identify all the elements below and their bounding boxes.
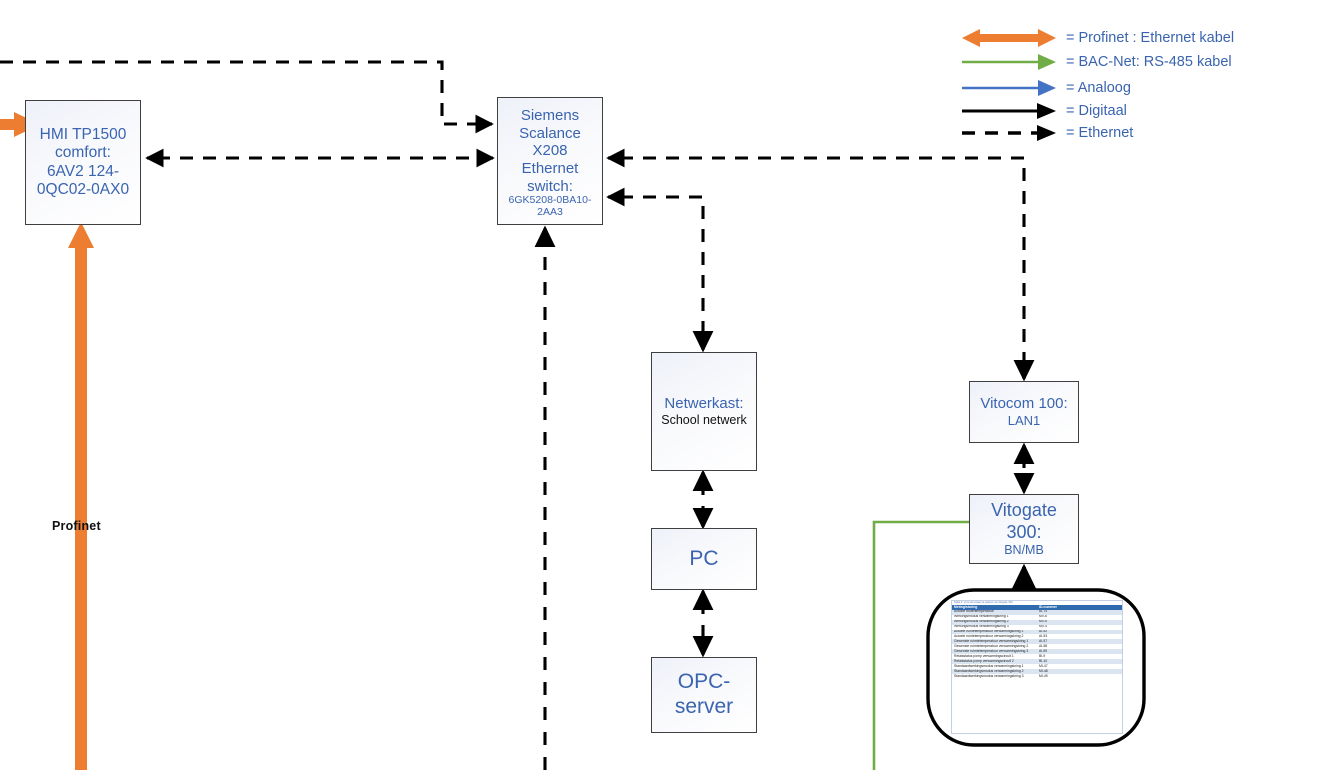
- table-cell-id: AI-52: [1037, 629, 1122, 635]
- node-switch-line-1: Siemens: [520, 107, 580, 125]
- legend-icon-arrow-blue: [962, 80, 1056, 96]
- legend-label-ethernet: = Ethernet: [1066, 125, 1134, 141]
- node-opc-server[interactable]: OPC- server: [651, 657, 757, 733]
- table-cell-id: MI-47: [1037, 664, 1122, 670]
- node-netwerkast-title: Netwerkast:: [664, 395, 744, 413]
- table-cell-id: AI-53: [1037, 634, 1122, 640]
- table-cell-meting: Actuele ruintetemperatuur verwarmingskri…: [952, 634, 1037, 640]
- node-switch-line-4: Ethernet: [521, 160, 579, 178]
- profinet-link-vertical-hmi: [68, 222, 94, 770]
- profinet-label: Profinet: [52, 519, 101, 533]
- ethernet-link-switch-netwerkast: [620, 195, 705, 341]
- table-cell-id: AI-58: [1037, 644, 1122, 650]
- legend-icon-double-arrow: [962, 29, 1056, 47]
- vitogate-table-image: Tabel 4: uit te lezen/aan te passen via …: [951, 600, 1123, 734]
- node-netwerkast[interactable]: Netwerkast: School netwerk: [651, 352, 757, 471]
- legend-label-bacnet: = BAC-Net: RS-485 kabel: [1066, 54, 1232, 70]
- legend-icon-dashed-arrow-black: [962, 125, 1056, 141]
- node-switch-line-2: Scalance: [519, 124, 581, 142]
- table-header-id: ID-nummer: [1037, 604, 1122, 610]
- legend-icon-arrow-black: [962, 103, 1056, 119]
- bacnet-link-vitogate: [872, 520, 971, 770]
- legend-arrow-icons: [962, 29, 1056, 141]
- vitogate-table: Meting/storing ID-nummer Actuele buitent…: [952, 604, 1122, 679]
- table-cell-id: MI-49: [1037, 673, 1122, 679]
- legend-icon-arrow-green: [962, 54, 1056, 70]
- table-cell-meting: Gewenste ruimtetemperatuur verwarmingskr…: [952, 639, 1037, 645]
- vitogate-table-caption: Tabel 4: uit te lezen/aan te passen via …: [954, 601, 1013, 604]
- node-vitocom-100[interactable]: Vitocom 100: LAN1: [969, 381, 1079, 443]
- legend-label-digitaal: = Digitaal: [1066, 103, 1127, 119]
- table-cell-meting: Relaisstatus pomp verwarmingscircuit 1: [952, 654, 1037, 660]
- node-switch-line-5: switch:: [527, 177, 573, 195]
- table-cell-meting: Werkingsmodus verwarmingskring 2: [952, 619, 1037, 625]
- node-vitocom-title: Vitocom 100:: [980, 395, 1068, 413]
- node-pc[interactable]: PC: [651, 528, 757, 590]
- table-cell-meting: Relaisstatus pomp verwarmingscircuit 2: [952, 659, 1037, 665]
- node-vitogate-line-1: Vitogate: [991, 500, 1057, 521]
- node-hmi-line-4: 0QC02-0AX0: [36, 180, 130, 198]
- table-cell-id: BI-9: [1037, 654, 1122, 660]
- node-opc-line-1: OPC-: [677, 670, 731, 694]
- node-opc-line-2: server: [674, 695, 734, 718]
- table-row: Standaardwerkingsmodus verwarmingskring …: [952, 664, 1122, 670]
- table-row: Gewenste ruimtetemperatuur verwarmingskr…: [952, 644, 1122, 650]
- node-switch-part-line-1: 6GK5208-0BA10-: [508, 194, 592, 207]
- node-hmi-line-1: HMI TP1500: [39, 125, 127, 143]
- table-cell-meting: Actuele buitentemperatuur: [952, 609, 1037, 615]
- node-hmi-tp1500[interactable]: HMI TP1500 comfort: 6AV2 124- 0QC02-0AX0: [25, 100, 141, 225]
- table-cell-id: AI-57: [1037, 639, 1122, 645]
- table-cell-meting: Actuele ruintetemperatuur verwarmingskri…: [952, 629, 1037, 635]
- legend-label-profinet: = Profinet : Ethernet kabel: [1066, 30, 1235, 46]
- ethernet-link-switch-vitocom: [620, 156, 1026, 370]
- node-vitocom-subtitle: LAN1: [1007, 413, 1041, 429]
- table-row: Standaardwerkingsmodus verwarmingskring …: [952, 669, 1122, 674]
- table-row: Gewenste ruimtetemperatuur verwarmingskr…: [952, 639, 1122, 645]
- table-cell-meting: Gewenste ruimtetemperatuur verwarmingskr…: [952, 649, 1037, 655]
- table-header-meting: Meting/storing: [952, 604, 1037, 610]
- table-cell-meting: Standaardwerkingsmodus verwarmingskring …: [952, 669, 1037, 674]
- ethernet-link-toprail-to-switch: [0, 60, 482, 126]
- node-hmi-line-3: 6AV2 124-: [46, 162, 120, 180]
- table-cell-meting: Werkingsmodus verwarmingskring 3: [952, 624, 1037, 630]
- table-row: Actuele ruintetemperatuur verwarmingskri…: [952, 629, 1122, 635]
- legend-label-analoog: = Analoog: [1066, 80, 1131, 96]
- table-cell-id: MI-48: [1037, 669, 1122, 674]
- table-cell-meting: Standaardwerkingsmodus verwarmingskring …: [952, 673, 1037, 679]
- table-cell-meting: Standaardwerkingsmodus verwarmingskring …: [952, 664, 1037, 670]
- table-cell-id: MV-6: [1037, 614, 1122, 620]
- table-cell-id: MV-5: [1037, 619, 1122, 625]
- table-header-row: Meting/storing ID-nummer: [952, 604, 1122, 610]
- table-row: Gewenste ruimtetemperatuur verwarmingskr…: [952, 649, 1122, 655]
- table-cell-id: AI-74: [1037, 609, 1122, 615]
- vitogate-table-callout: Tabel 4: uit te lezen/aan te passen via …: [924, 586, 1148, 749]
- table-cell-meting: Werkingsmodus verwarmingskring 1: [952, 614, 1037, 620]
- node-switch-part-line-2: 2AA3: [537, 206, 563, 219]
- table-row: Standaardwerkingsmodus verwarmingskring …: [952, 673, 1122, 679]
- table-row: Actuele ruintetemperatuur verwarmingskri…: [952, 634, 1122, 640]
- table-cell-meting: Gewenste ruimtetemperatuur verwarmingskr…: [952, 644, 1037, 650]
- node-switch-line-3: X208: [532, 142, 568, 160]
- node-vitogate-300[interactable]: Vitogate 300: BN/MB: [969, 494, 1079, 564]
- table-cell-id: AI-59: [1037, 649, 1122, 655]
- node-hmi-line-2: comfort:: [55, 144, 111, 162]
- table-cell-id: BI-10: [1037, 659, 1122, 665]
- node-vitogate-line-2: 300:: [1006, 521, 1042, 542]
- node-netwerkast-subtitle: School netwerk: [661, 412, 747, 427]
- table-cell-id: MV-4: [1037, 624, 1122, 630]
- node-pc-label: PC: [689, 546, 719, 570]
- node-vitogate-line-3: BN/MB: [1004, 542, 1044, 557]
- node-siemens-scalance-x208[interactable]: Siemens Scalance X208 Ethernet switch: 6…: [497, 97, 603, 225]
